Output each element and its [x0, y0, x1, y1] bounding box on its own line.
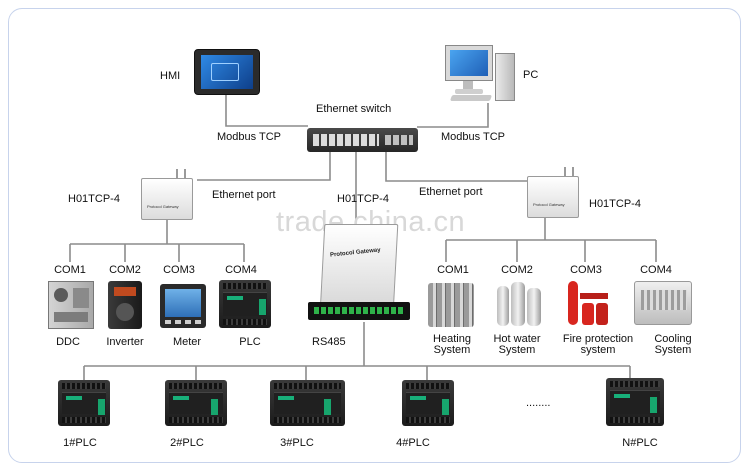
- hot-water-label-line1: Hot water: [493, 333, 541, 345]
- right-com2-label: COM2: [501, 264, 533, 276]
- heating-label: Heating System: [433, 334, 471, 356]
- cooling-label-line2: System: [654, 344, 692, 356]
- right-com4-label: COM4: [640, 264, 672, 276]
- cooling-device: [634, 281, 692, 325]
- heating-label-line2: System: [433, 344, 471, 356]
- hot-water-label: Hot water System: [493, 334, 540, 356]
- left-com2-label: COM2: [109, 264, 141, 276]
- gateway-center-device: Protocol Gateway: [308, 224, 410, 322]
- rs485-label: RS485: [312, 336, 346, 348]
- plc-1-device: [58, 380, 110, 426]
- fire-protection-label-line1: Fire protection: [562, 333, 634, 345]
- gateway-left-device: Protocol Gateway: [141, 169, 193, 220]
- ethernet-switch-label: Ethernet switch: [316, 103, 392, 115]
- hmi-screen: [201, 55, 253, 89]
- pc-device: [445, 45, 517, 103]
- dots-label: ........: [526, 397, 551, 409]
- plc-3-device: [270, 380, 345, 426]
- wire-rs485-drops: [83, 366, 631, 380]
- cooling-label-line1: Cooling: [654, 333, 692, 345]
- gateway-right-device: Protocol Gateway: [527, 167, 579, 218]
- ethernet-switch-device: [307, 128, 418, 152]
- gateway-left-front-text: Protocol Gateway: [147, 204, 179, 209]
- gateway-right-front-text: Protocol Gateway: [533, 202, 565, 207]
- ethernet-port-left-label: Ethernet port: [212, 189, 276, 201]
- right-com3-label: COM3: [570, 264, 602, 276]
- modbus-tcp-right-label: Modbus TCP: [441, 131, 505, 143]
- heating-label-line1: Heating: [433, 333, 471, 345]
- ddc-device: [48, 281, 94, 329]
- wire-left-drops: [69, 244, 245, 262]
- hot-water-label-line2: System: [498, 344, 536, 356]
- gateway-center-label: H01TCP-4: [337, 193, 389, 205]
- pc-tower: [495, 53, 515, 101]
- wire-pc-switch: [417, 103, 489, 128]
- plc-label: PLC: [239, 336, 261, 348]
- plc-2-device: [165, 380, 227, 426]
- ethernet-port-right-label: Ethernet port: [419, 186, 483, 198]
- plc-n-device: [606, 378, 664, 426]
- hot-water-device: [497, 282, 543, 328]
- wire-switch-right-gateway: [385, 152, 528, 182]
- fire-protection-label-line2: system: [580, 344, 616, 356]
- pc-monitor: [445, 45, 493, 81]
- plc-2-label: 2#PLC: [170, 437, 204, 449]
- left-com1-label: COM1: [54, 264, 86, 276]
- gateway-right-label: H01TCP-4: [589, 198, 641, 210]
- inverter-label: Inverter: [106, 336, 144, 348]
- plc-3-label: 3#PLC: [280, 437, 314, 449]
- heating-device: [428, 283, 474, 327]
- left-com4-label: COM4: [225, 264, 257, 276]
- cooling-label: Cooling System: [654, 334, 691, 356]
- left-plc-device: [219, 280, 271, 328]
- pc-label: PC: [523, 69, 539, 81]
- plc-1-label: 1#PLC: [63, 437, 97, 449]
- wire-switch-left-gateway: [197, 152, 331, 181]
- meter-device: [160, 284, 206, 328]
- hmi-label: HMI: [160, 70, 181, 82]
- gateway-left-label: H01TCP-4: [68, 193, 120, 205]
- gateway-left-antenna: [176, 169, 178, 179]
- plc-n-label: N#PLC: [622, 437, 658, 449]
- meter-label: Meter: [172, 336, 202, 348]
- fire-protection-device: [566, 279, 610, 327]
- hmi-device: [194, 49, 260, 95]
- wire-hmi-switch: [225, 93, 308, 127]
- fire-protection-label: Fire protection system: [563, 334, 633, 356]
- plc-4-label: 4#PLC: [396, 437, 430, 449]
- ddc-label: DDC: [56, 336, 80, 348]
- wire-right-drops: [445, 240, 657, 262]
- right-com1-label: COM1: [437, 264, 469, 276]
- left-com3-label: COM3: [163, 264, 195, 276]
- plc-4-device: [402, 380, 454, 426]
- inverter-device: [108, 281, 142, 329]
- modbus-tcp-left-label: Modbus TCP: [217, 131, 281, 143]
